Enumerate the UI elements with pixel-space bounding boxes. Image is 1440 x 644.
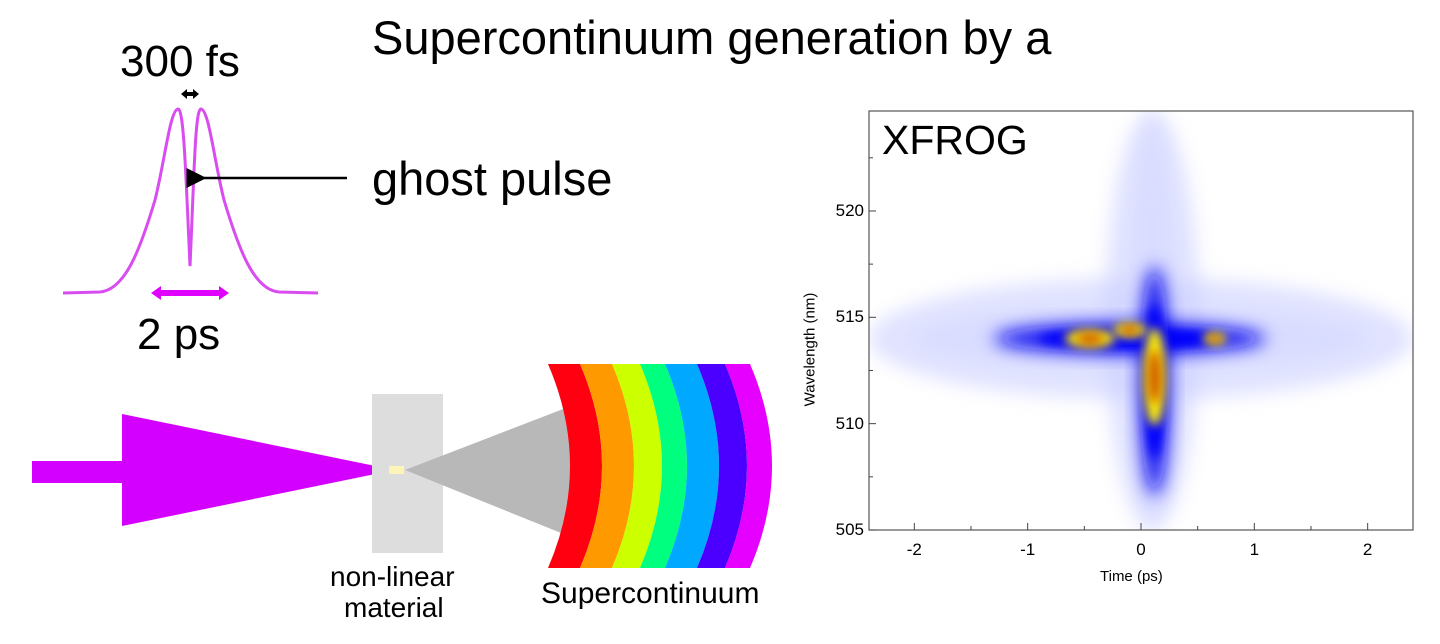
axis-ticks [869, 157, 1369, 531]
short-width-label: 300 fs [120, 37, 240, 86]
tick-label: -1 [1020, 540, 1036, 559]
heatmap-peak-center [1148, 349, 1161, 404]
tick-label: 520 [835, 200, 864, 220]
tick-label: 2 [1362, 540, 1373, 559]
long-width-label: 2 ps [137, 310, 221, 359]
pulse-curve [62, 107, 319, 295]
supercontinuum-label: Supercontinuum [541, 577, 760, 610]
focal-spot [389, 466, 404, 474]
heatmap-peak-center-top [1120, 325, 1140, 335]
heatmap-peak-right [1208, 335, 1221, 343]
long-width-arrow [151, 286, 229, 300]
rainbow-band [612, 364, 662, 568]
tick-label: 515 [835, 307, 864, 327]
material-label-line2: material [344, 592, 444, 623]
rainbow-band [725, 364, 772, 568]
rainbow-band [697, 364, 747, 568]
tick-label: 1 [1249, 540, 1260, 559]
y-axis-label: Wavelength (nm) [801, 292, 819, 407]
rainbow-band [640, 364, 687, 568]
tick-label: 0 [1136, 540, 1146, 559]
slide-title: Supercontinuum generation by a [372, 11, 1052, 64]
tick-label: -2 [906, 540, 922, 559]
supercontinuum-rainbow [548, 364, 772, 568]
rainbow-band [548, 364, 602, 568]
material-label-line1: non-linear [330, 561, 455, 592]
x-axis-label: Time (ps) [1100, 568, 1163, 585]
input-beam-bar [32, 461, 124, 483]
ghost-pulse-label: ghost pulse [372, 152, 613, 205]
tick-label: 505 [835, 520, 864, 539]
short-width-arrow [181, 89, 199, 99]
xfrog-heatmap [869, 111, 1413, 530]
tick-label: 510 [835, 413, 864, 433]
focusing-beam-triangle [122, 414, 395, 526]
rainbow-band [665, 364, 719, 568]
chart-title: XFROG [882, 117, 1028, 163]
heatmap-peak-left [1076, 333, 1104, 344]
rainbow-band [580, 364, 634, 568]
diverging-beam-triangle [405, 406, 571, 537]
